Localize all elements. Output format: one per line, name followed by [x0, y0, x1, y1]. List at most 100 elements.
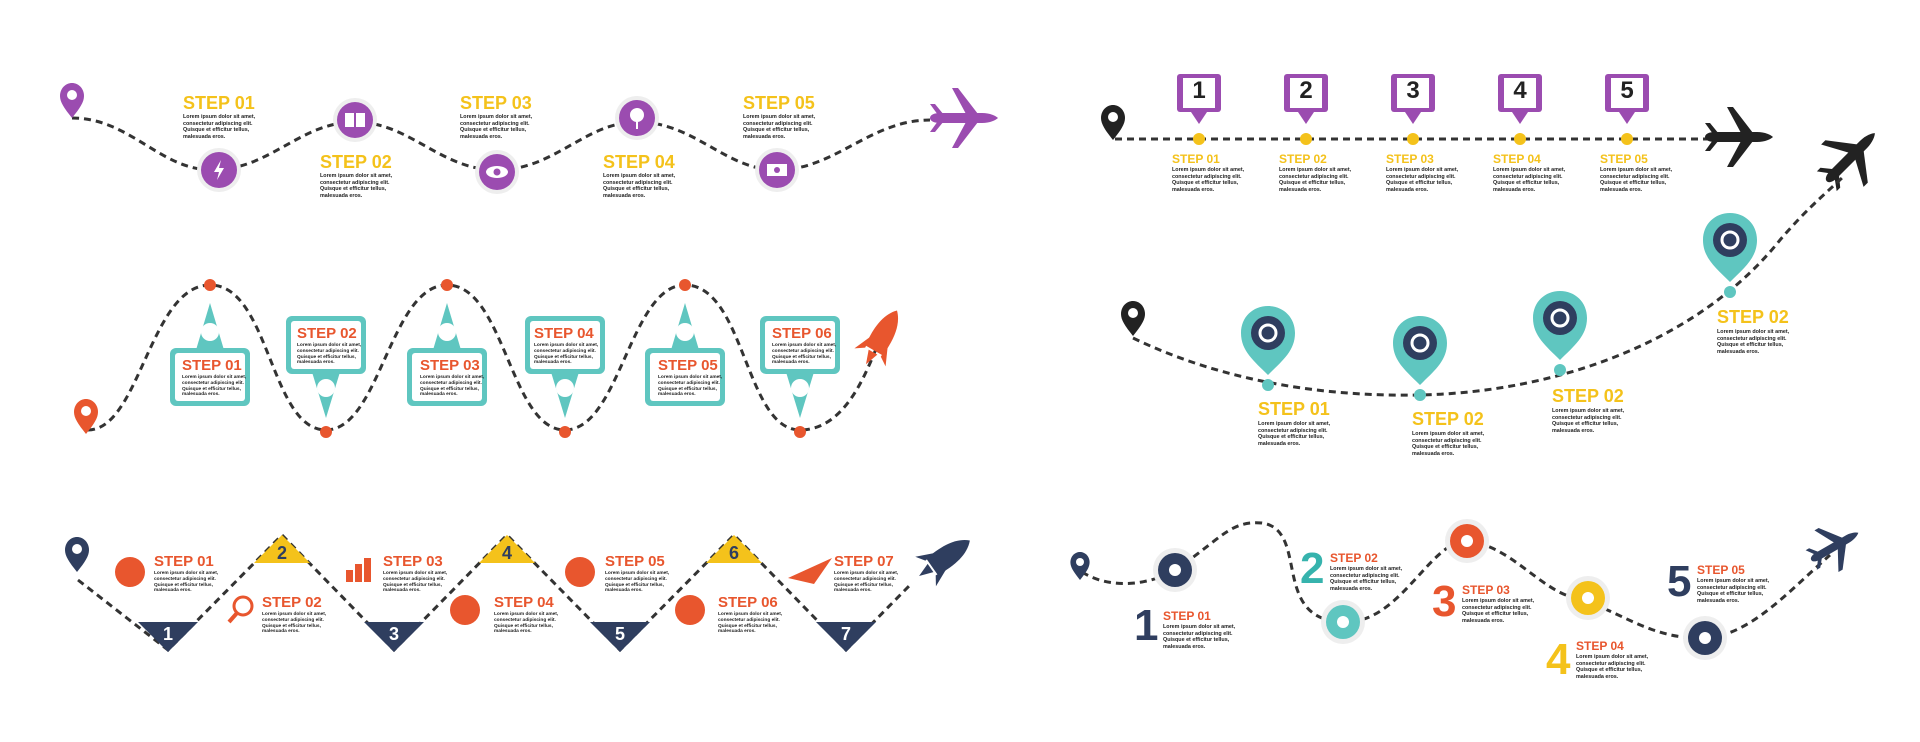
step-label: STEP 07	[834, 553, 894, 570]
numbered-pin	[1498, 74, 1542, 124]
numbered-pin	[1605, 74, 1649, 124]
step-description: Lorem ipsum dolor sit amet,consectetur a…	[182, 375, 247, 398]
step-card	[645, 303, 725, 406]
step-label: STEP 02	[320, 152, 392, 172]
step-label: STEP 02	[1552, 386, 1624, 406]
step-description: Lorem ipsum dolor sit amet,consectetur a…	[383, 571, 448, 594]
rocket-icon	[850, 301, 913, 374]
step-description: Lorem ipsum dolor sit amet,consectetur a…	[1697, 578, 1770, 604]
step-number: 3	[388, 624, 399, 644]
step-number: 2	[276, 543, 287, 563]
panel-purple-wave	[60, 83, 998, 194]
step-number: 4	[1546, 635, 1571, 684]
step-description: Lorem ipsum dolor sit amet,consectetur a…	[603, 173, 676, 199]
step-label: STEP 04	[1576, 639, 1624, 653]
step-icon	[346, 558, 371, 582]
step-number: 4	[1513, 77, 1527, 104]
step-card	[286, 316, 366, 418]
step-label: STEP 06	[772, 325, 832, 342]
step-description: Lorem ipsum dolor sit amet,consectetur a…	[772, 343, 837, 366]
number-triangle	[590, 622, 650, 652]
route-dot	[441, 279, 453, 291]
map-pin-icon	[74, 399, 98, 434]
step-description: Lorem ipsum dolor sit amet,consectetur a…	[743, 114, 816, 140]
route-dot	[1193, 133, 1205, 145]
step-number: 5	[1667, 557, 1692, 606]
route-dot	[559, 426, 571, 438]
dashed-route	[87, 283, 882, 432]
step-description: Lorem ipsum dolor sit amet,consectetur a…	[1163, 624, 1236, 650]
step-icon-circle	[1566, 576, 1610, 620]
step-card	[170, 303, 250, 406]
step-description: Lorem ipsum dolor sit amet,consectetur a…	[1717, 329, 1790, 355]
map-pin-icon	[1070, 552, 1090, 580]
step-number: 5	[614, 624, 625, 644]
route-dot	[204, 279, 216, 291]
step-description: Lorem ipsum dolor sit amet,consectetur a…	[718, 612, 783, 635]
step-card	[407, 303, 487, 406]
step-description: Lorem ipsum dolor sit amet,consectetur a…	[1386, 167, 1459, 193]
step-label: STEP 02	[297, 325, 357, 342]
step-label: STEP 03	[1386, 152, 1434, 166]
step-description: Lorem ipsum dolor sit amet,consectetur a…	[1412, 431, 1485, 457]
dashed-route	[1132, 173, 1847, 397]
step-label: STEP 03	[383, 553, 443, 570]
panel-colored-numbers	[1070, 512, 1871, 660]
step-icon-money-plant	[615, 96, 659, 140]
step-label: STEP 01	[154, 553, 214, 570]
panel-numbered-pins	[1101, 74, 1897, 203]
step-icon-circle	[1445, 519, 1489, 563]
step-label: STEP 01	[1172, 152, 1220, 166]
teardrop-pin	[1393, 316, 1447, 385]
airplane-icon	[1805, 111, 1897, 203]
route-dot	[1514, 133, 1526, 145]
panel-zigzag	[65, 525, 981, 653]
step-icon	[788, 558, 832, 584]
step-label: STEP 05	[658, 357, 718, 374]
step-label: STEP 03	[1462, 583, 1510, 597]
number-triangle	[816, 622, 876, 652]
route-dot	[1621, 133, 1633, 145]
step-label: STEP 04	[534, 325, 594, 342]
step-description: Lorem ipsum dolor sit amet,consectetur a…	[154, 571, 219, 594]
rocket-icon	[908, 525, 981, 591]
map-pin-icon	[1121, 301, 1145, 336]
step-number: 7	[840, 624, 851, 644]
step-label: STEP 01	[1163, 609, 1211, 623]
step-number: 6	[728, 543, 739, 563]
step-description: Lorem ipsum dolor sit amet,consectetur a…	[494, 612, 559, 635]
number-triangle	[706, 535, 762, 563]
step-label: STEP 02	[1279, 152, 1327, 166]
step-label: STEP 02	[262, 594, 322, 611]
step-label: STEP 01	[182, 357, 242, 374]
step-description: Lorem ipsum dolor sit amet,consectetur a…	[1493, 167, 1566, 193]
route-dot	[1414, 389, 1426, 401]
step-label: STEP 02	[1412, 409, 1484, 429]
map-pin-icon	[65, 537, 89, 572]
step-icon	[115, 557, 145, 587]
map-pin-icon	[1101, 105, 1125, 140]
step-label: STEP 05	[1600, 152, 1648, 166]
step-description: Lorem ipsum dolor sit amet,consectetur a…	[1330, 566, 1403, 592]
route-dot	[794, 426, 806, 438]
step-description: Lorem ipsum dolor sit amet,consectetur a…	[1600, 167, 1673, 193]
step-icon-book	[333, 98, 377, 142]
route-dot	[1724, 286, 1736, 298]
step-icon-eye-gear	[475, 150, 519, 194]
step-description: Lorem ipsum dolor sit amet,consectetur a…	[1172, 167, 1245, 193]
step-label: STEP 01	[1258, 399, 1330, 419]
panel-teal-pins-curve	[1121, 173, 1847, 401]
step-number: 1	[1134, 601, 1159, 650]
step-description: Lorem ipsum dolor sit amet,consectetur a…	[834, 571, 899, 594]
numbered-pin	[1391, 74, 1435, 124]
number-triangle	[479, 535, 535, 563]
numbered-pin	[1177, 74, 1221, 124]
step-icon-circle	[1683, 616, 1727, 660]
step-description: Lorem ipsum dolor sit amet,consectetur a…	[297, 343, 362, 366]
step-icon	[450, 595, 480, 625]
step-description: Lorem ipsum dolor sit amet,consectetur a…	[1462, 598, 1535, 624]
step-description: Lorem ipsum dolor sit amet,consectetur a…	[605, 571, 670, 594]
step-description: Lorem ipsum dolor sit amet,consectetur a…	[420, 375, 485, 398]
number-triangle	[138, 622, 198, 652]
step-description: Lorem ipsum dolor sit amet,consectetur a…	[183, 114, 256, 140]
